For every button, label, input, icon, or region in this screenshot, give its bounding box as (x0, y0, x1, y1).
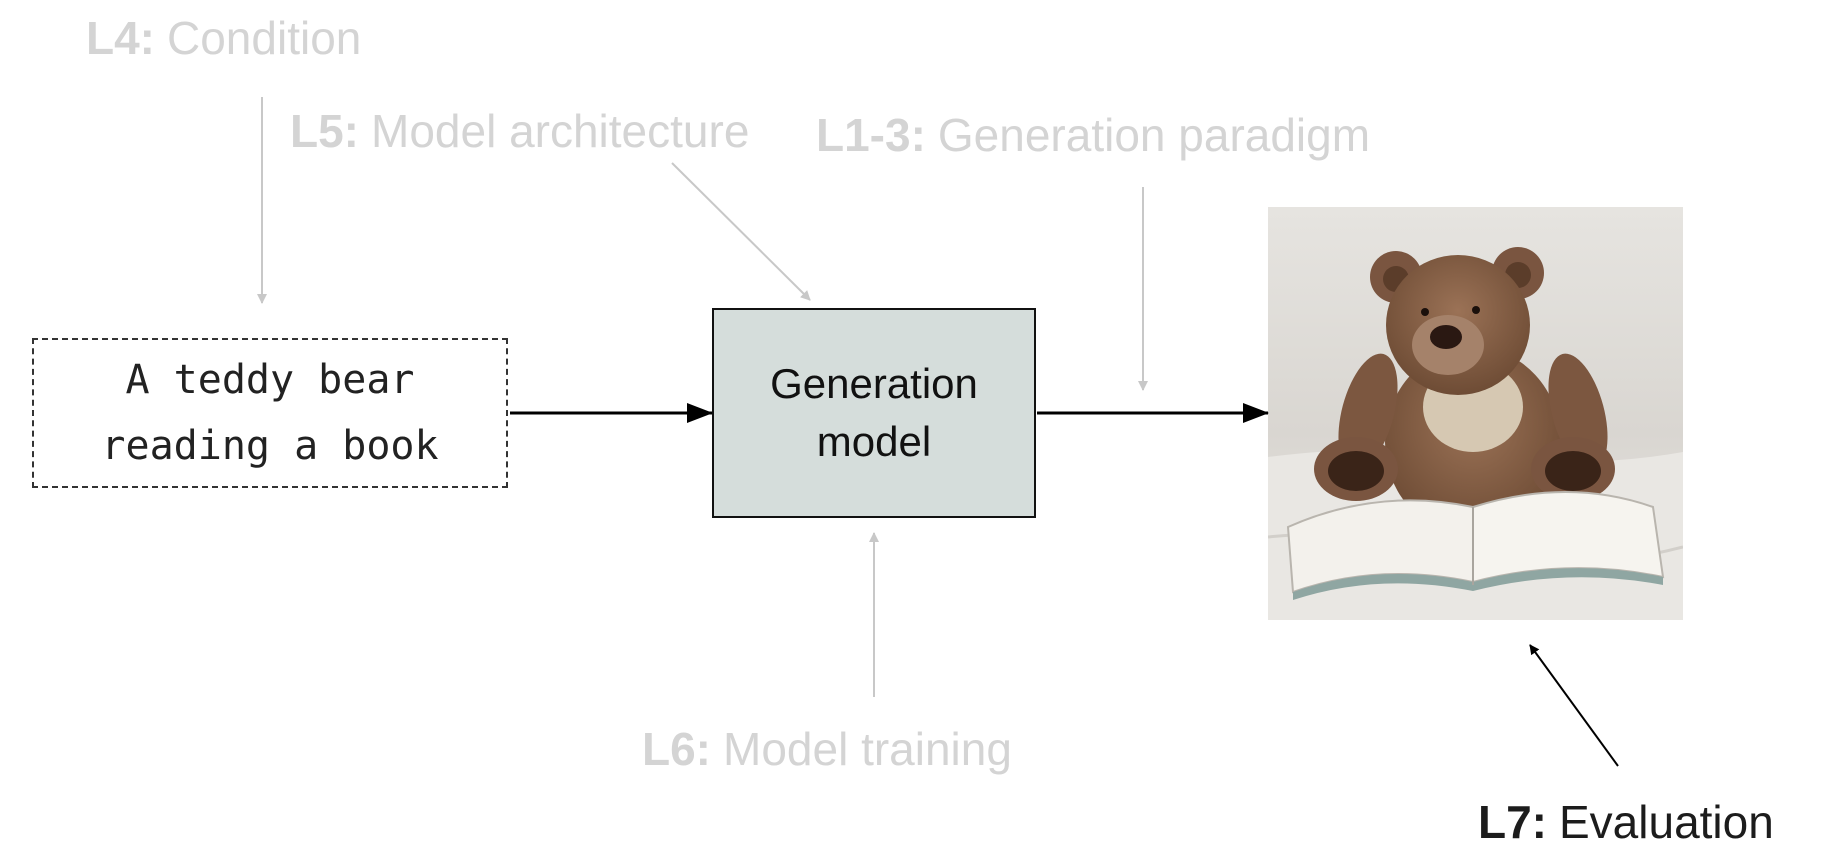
model-line-2: model (816, 418, 932, 465)
label-evaluation-text: Evaluation (1559, 796, 1774, 848)
label-generation-paradigm-text: Generation paradigm (937, 109, 1371, 161)
label-condition-text: Condition (167, 12, 362, 64)
arrow-evaluation (1529, 644, 1619, 767)
teddy-bear-illustration (1268, 247, 1683, 620)
label-evaluation: L7:Evaluation (1478, 799, 1774, 845)
prompt-box: A teddy bear reading a book (32, 338, 508, 488)
prompt-line-1: A teddy bear (125, 357, 415, 403)
label-model-architecture-text: Model architecture (371, 105, 750, 157)
label-generation-paradigm: L1-3:Generation paradigm (816, 112, 1370, 158)
label-model-training-key: L6: (642, 723, 711, 775)
model-line-1: Generation (770, 360, 978, 407)
label-evaluation-key: L7: (1478, 796, 1547, 848)
label-model-training-text: Model training (723, 723, 1012, 775)
arrow-model-architecture (671, 162, 811, 301)
generation-model-box: Generation model (712, 308, 1036, 518)
label-condition: L4:Condition (86, 15, 361, 61)
label-model-training: L6:Model training (642, 726, 1012, 772)
output-image-teddy-bear (1268, 207, 1683, 620)
label-model-architecture-key: L5: (290, 105, 359, 157)
prompt-line-2: reading a book (101, 423, 439, 469)
label-condition-key: L4: (86, 12, 155, 64)
label-model-architecture: L5:Model architecture (290, 108, 749, 154)
label-generation-paradigm-key: L1-3: (816, 109, 926, 161)
